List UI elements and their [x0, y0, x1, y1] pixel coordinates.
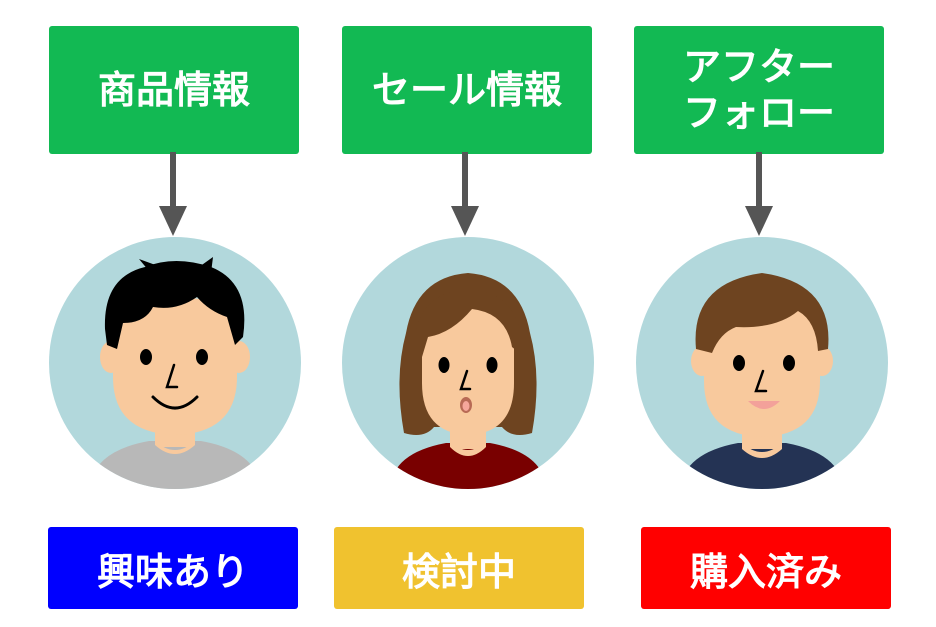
info-box-label-line-1: アフター: [682, 45, 835, 89]
status-badge-interested: 興味あり: [48, 527, 298, 609]
arrow-down-icon: [451, 152, 479, 236]
info-box-label: 商品情報: [97, 68, 250, 112]
info-box-label-line-2: フォロー: [682, 91, 835, 135]
man-happy-avatar-icon: [636, 237, 888, 489]
status-label: 興味あり: [96, 549, 249, 594]
woman-surprised-avatar-icon: [342, 237, 594, 489]
status-label: 購入済み: [689, 549, 842, 594]
info-box-after-follow: アフター フォロー: [634, 26, 884, 154]
status-badge-considering: 検討中: [334, 527, 584, 609]
arrow-down-icon: [745, 152, 773, 236]
info-box-label: セール情報: [371, 68, 562, 112]
info-box-sale: セール情報: [342, 26, 592, 154]
info-box-product: 商品情報: [49, 26, 299, 154]
man-smiling-avatar-icon: [49, 237, 301, 489]
status-badge-purchased: 購入済み: [641, 527, 891, 609]
status-label: 検討中: [401, 549, 516, 594]
arrow-down-icon: [159, 152, 187, 236]
